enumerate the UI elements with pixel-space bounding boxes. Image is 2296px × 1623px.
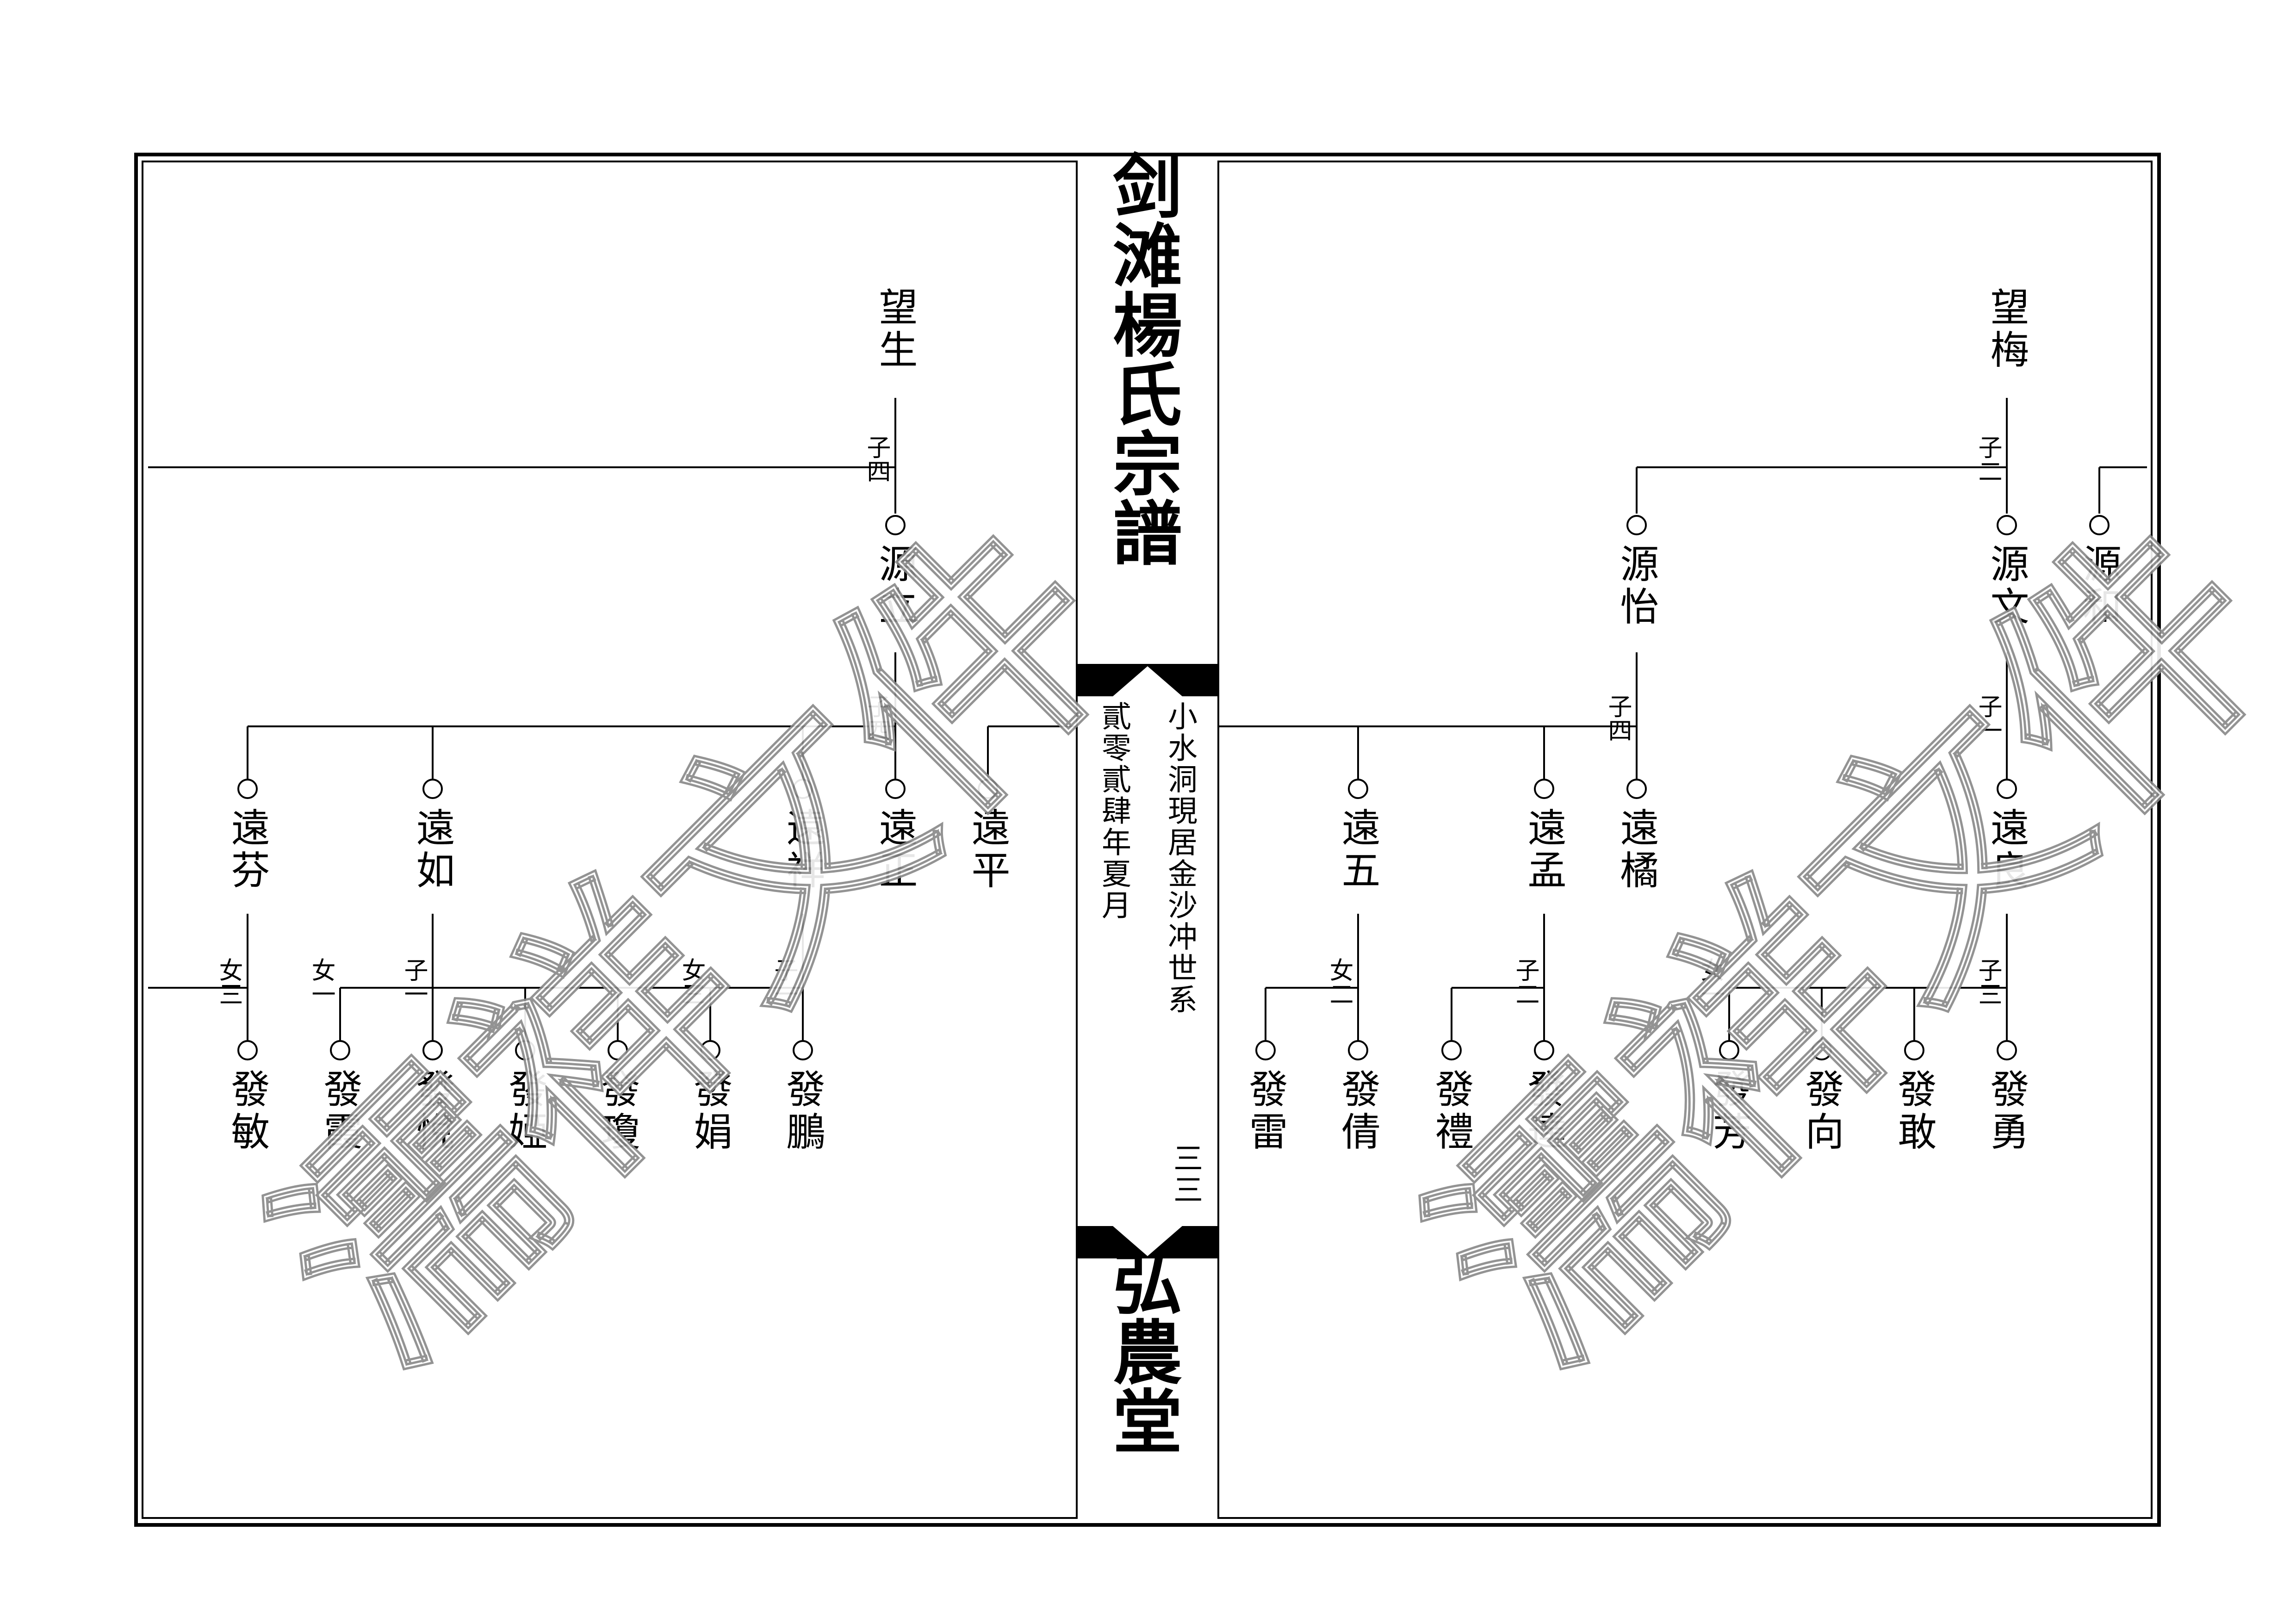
member-yuanping: 遠平 [965,807,1011,892]
member-fagan: 發敢 [1892,1069,1937,1154]
member-yuanwen: 源文 [1984,544,2029,629]
note-wangsheng: 子四 [863,435,890,483]
member-wangmei: 望梅 [1984,287,2029,372]
member-yuanliang: 遠良 [1984,807,2029,892]
note-wu-nu: 女二 [1325,958,1353,1006]
member-fajuan: 發娟 [688,1069,733,1154]
member-fapeng: 發鵬 [780,1069,825,1154]
member-famin: 發敏 [225,1069,270,1154]
note-ru-zi: 子一 [400,958,428,1006]
member-fada: 發達 [1521,1069,1567,1154]
member-yuanhe: 源和 [2077,544,2122,629]
member-yuanli: 源立 [873,544,918,629]
note-fen-nu: 女三 [215,958,242,1006]
member-faxia: 發霞 [317,1069,363,1154]
member-faxiang: 發向 [1799,1069,1844,1154]
note-wangmei: 子二 [1974,435,2002,483]
member-yuanzheng: 遠正 [873,807,918,892]
member-yuanru: 遠如 [410,807,455,892]
note-xiang-zi: 子一 [770,958,798,1006]
note-liang-nu: 女一 [1696,958,1724,1006]
spine-column [1076,161,1219,1519]
member-yuanwu: 遠五 [1335,807,1381,892]
member-yuanju: 遠橘 [1614,807,1659,892]
note-yuanli: 子四 [863,694,890,742]
member-yuanfen: 遠芬 [225,807,270,892]
note-meng-zi: 子二 [1511,958,1539,1006]
note-xiang-nu: 女三 [677,958,705,1006]
note-yuanwen: 子一 [1974,694,2002,742]
outer-border [134,153,2161,1527]
member-yuanmeng: 遠孟 [1521,807,1567,892]
member-faqiong: 發瓊 [595,1069,640,1154]
note-yuanyi: 子四 [1604,694,1632,742]
member-yuanyi: 源怡 [1614,544,1659,629]
member-fayong: 發勇 [1984,1069,2029,1154]
member-wangsheng: 望生 [873,287,918,372]
genealogy-title: 剑滩楊氏宗譜 [1112,147,1182,575]
note-ru-nu: 女一 [307,958,335,1006]
member-faqian: 發倩 [1335,1069,1381,1154]
page-number: 三三 [1168,1143,1203,1206]
note-liang-zi: 子三 [1974,958,2002,1006]
member-fali: 發禮 [1429,1069,1474,1154]
hall-name: 弘農堂 [1112,1243,1182,1463]
branch-label: 小水洞現居金沙冲世系 [1163,701,1197,1016]
member-yuanxiang: 遠祥 [780,807,825,892]
member-falei: 發雷 [1243,1069,1288,1154]
member-fayue: 發悅 [410,1069,455,1154]
member-faya: 發婭 [503,1069,548,1154]
member-fafang: 發芳 [1706,1069,1752,1154]
compile-date: 貳零貳肆年夏月 [1097,701,1131,921]
